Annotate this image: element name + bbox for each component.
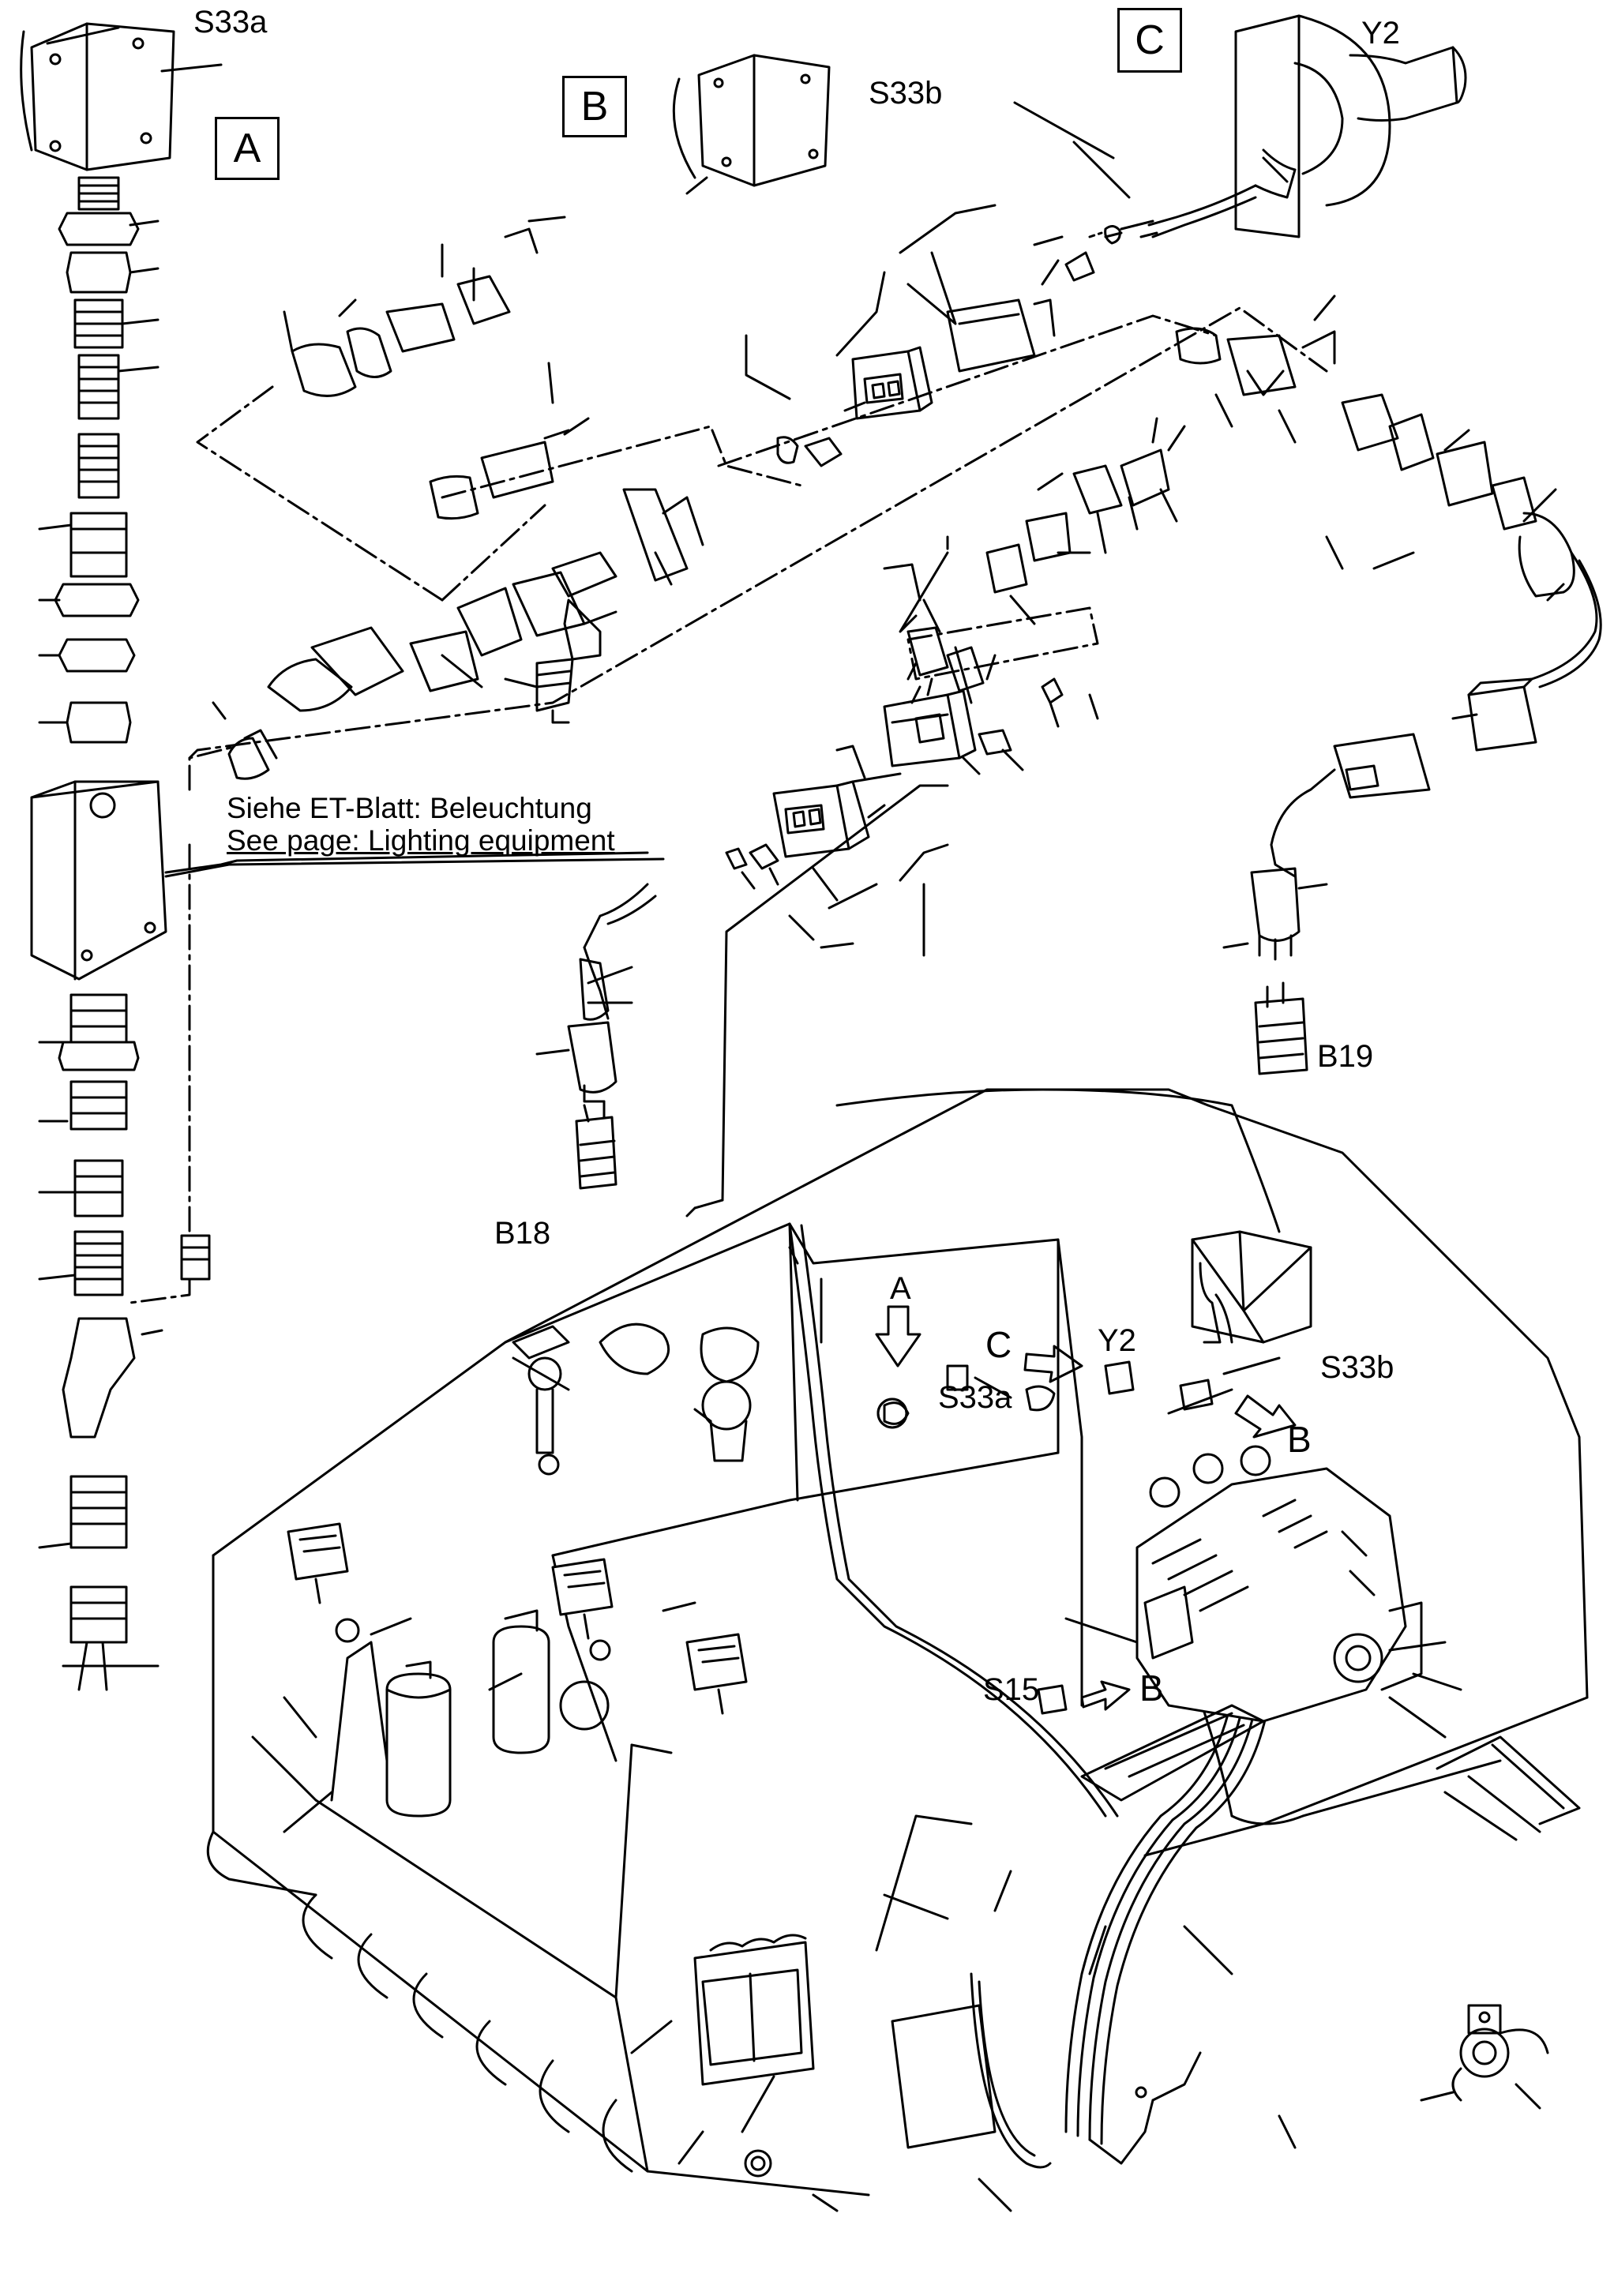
switch-s33a-housing [20,22,223,171]
detail-b-harness [188,54,1328,780]
note-line-de: Siehe ET-Blatt: Beleuchtung [227,792,592,824]
view-marker-b-upper: B [1287,1419,1312,1460]
label-b18: B18 [494,1216,551,1251]
arrow-b-lower [1080,1680,1131,1711]
harness-b18 [535,417,1186,1217]
view-marker-y2: Y2 [1098,1323,1136,1358]
centre-lines-b [188,306,1328,760]
machine-body [206,1088,1589,2212]
view-marker-b-lower: B [1139,1668,1164,1709]
harness-b19 [1175,295,1602,1075]
connector-housing-b [776,101,1131,467]
lighting-reference-note: Siehe ET-Blatt: Beleuchtung See page: Li… [227,792,615,857]
note-line-en: See page: Lighting equipment [227,824,615,857]
engine-block [1135,1445,1423,1723]
pulley-clamp [1420,2004,1549,2110]
label-s33b: S33b [869,76,943,111]
label-y2: Y2 [1361,16,1400,51]
work-light-2 [551,1558,614,1640]
label-b19: B19 [1317,1039,1374,1074]
view-marker-c: C [985,1324,1012,1365]
connector-chain-b-middle [429,362,590,520]
work-light-3 [685,1633,748,1715]
note-leader [164,857,665,878]
view-marker-s33b: S33b [1320,1350,1394,1385]
label-s33a: S33a [193,5,268,39]
detail-box-b: B [562,76,627,137]
cooler-unit [1191,1230,1312,1344]
detail-box-a: A [215,117,280,180]
junction-box-lighting [30,780,649,981]
small-fitting [180,1234,211,1281]
arrow-a [875,1305,921,1367]
detail-c-valve [1088,14,1467,238]
plug-small-b [212,701,278,780]
cable-gland-stack-bottom [38,993,163,1691]
detail-a-assembly [20,22,649,1691]
view-marker-a: A [890,1271,911,1306]
view-marker-s15: S15 [983,1672,1040,1707]
arrow-c [1023,1345,1083,1383]
detail-b-bracket-lines [745,204,997,412]
detail-box-c: C [1117,8,1182,73]
work-light-1 [287,1522,349,1604]
connector-chain-b-upper [283,216,566,397]
view-marker-s33a: S33a [938,1380,1012,1415]
arrow-b-upper [1234,1394,1297,1439]
cable-gland-stack-top [38,176,160,744]
tee-fitting-b [267,488,704,724]
switch-s33b-housing [672,54,831,195]
